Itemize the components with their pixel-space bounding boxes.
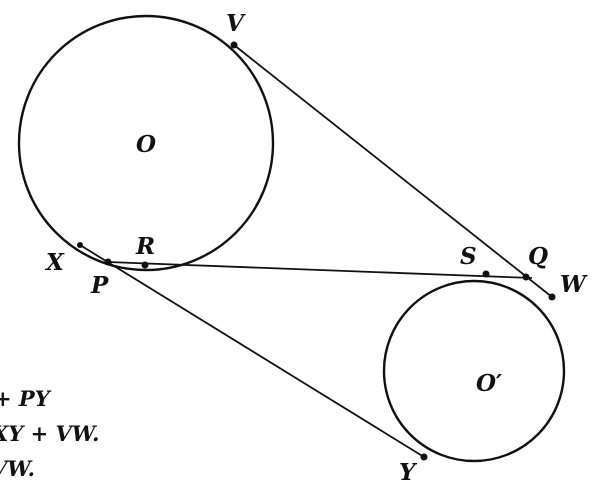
point-w [548,293,556,301]
point-p [104,258,112,266]
label-v: V [226,10,246,37]
equation-line-3: VW. [0,456,35,481]
point-r [141,261,149,269]
label-r: R [135,233,155,260]
tangent-line-p-q [107,261,533,279]
label-p: P [90,272,109,299]
circle-o-prime [382,279,566,463]
label-w: W [560,271,588,298]
circle-o-label: O [136,131,156,158]
tangent-line-v-w [233,44,553,298]
circle-o-prime-label: O′ [476,370,502,397]
circle-o [17,14,275,272]
label-s: S [460,243,477,270]
point-x [77,242,83,248]
equation-line-2: XY + VW. [0,421,99,446]
point-y [420,453,428,461]
label-q: Q [528,243,548,270]
point-v [230,41,238,49]
label-y: Y [399,459,418,486]
label-x: X [44,249,65,276]
point-q [522,273,530,281]
point-s [482,270,490,278]
tangent-line-x-y [79,244,425,458]
equation-line-1: + PY [0,386,52,411]
